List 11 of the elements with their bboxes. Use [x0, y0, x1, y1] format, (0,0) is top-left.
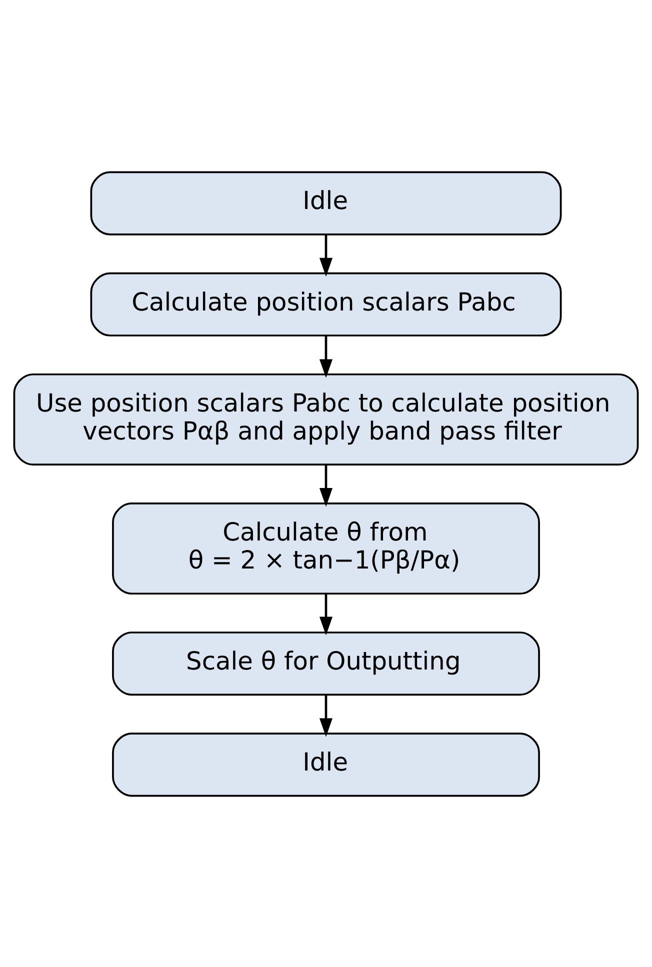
node-box: Scale θ for Outputting	[112, 631, 540, 696]
arrow	[319, 234, 333, 276]
arrow	[319, 593, 333, 635]
arrow	[319, 335, 333, 378]
node-box: Calculate position scalars Pabc	[90, 272, 562, 336]
arrow	[319, 694, 333, 736]
node-box: Idle	[90, 170, 562, 235]
node-box: Calculate θ from θ = 2 × tan−1(Pβ/Pα)	[112, 502, 540, 594]
node-box: Use position scalars Pabc to calculate position vectors Pαβ and apply band pass filter	[13, 372, 639, 465]
node-box: Idle	[112, 732, 540, 796]
arrow	[319, 464, 333, 506]
